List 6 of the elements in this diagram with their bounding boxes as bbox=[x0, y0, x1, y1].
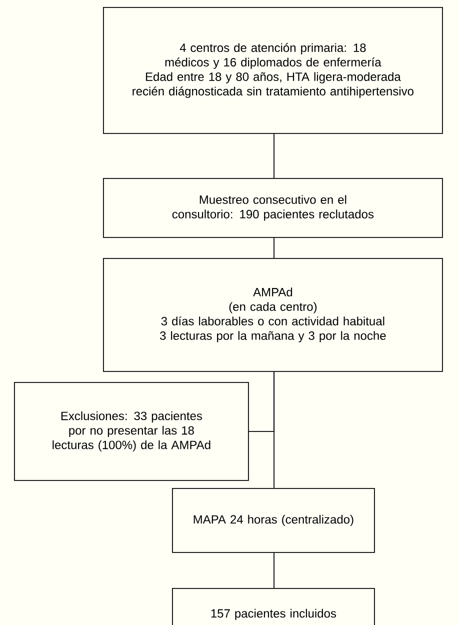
process-box: 157 pacientes incluidos bbox=[172, 588, 375, 625]
process-box: AMPAd (en cada centro) 3 días laborables o con actividad habitual 3 lecturas por la mañana y 3 por la noche bbox=[103, 258, 443, 372]
process-box: 4 centros de atención primaria: 18 médicos y 16 diplomados de enfermería Edad entre 18 y 80 años, HTA ligera-moderada recién diágnosticada sin tratamiento antihipertensivo bbox=[103, 7, 443, 134]
process-box: Muestreo consecutivo en el consultorio: 190 pacientes reclutados bbox=[103, 178, 443, 238]
process-box: MAPA 24 horas (centralizado) bbox=[172, 488, 375, 553]
process-box: Exclusiones: 33 pacientes por no presentar las 18 lecturas (100%) de la AMPAd bbox=[14, 382, 249, 481]
